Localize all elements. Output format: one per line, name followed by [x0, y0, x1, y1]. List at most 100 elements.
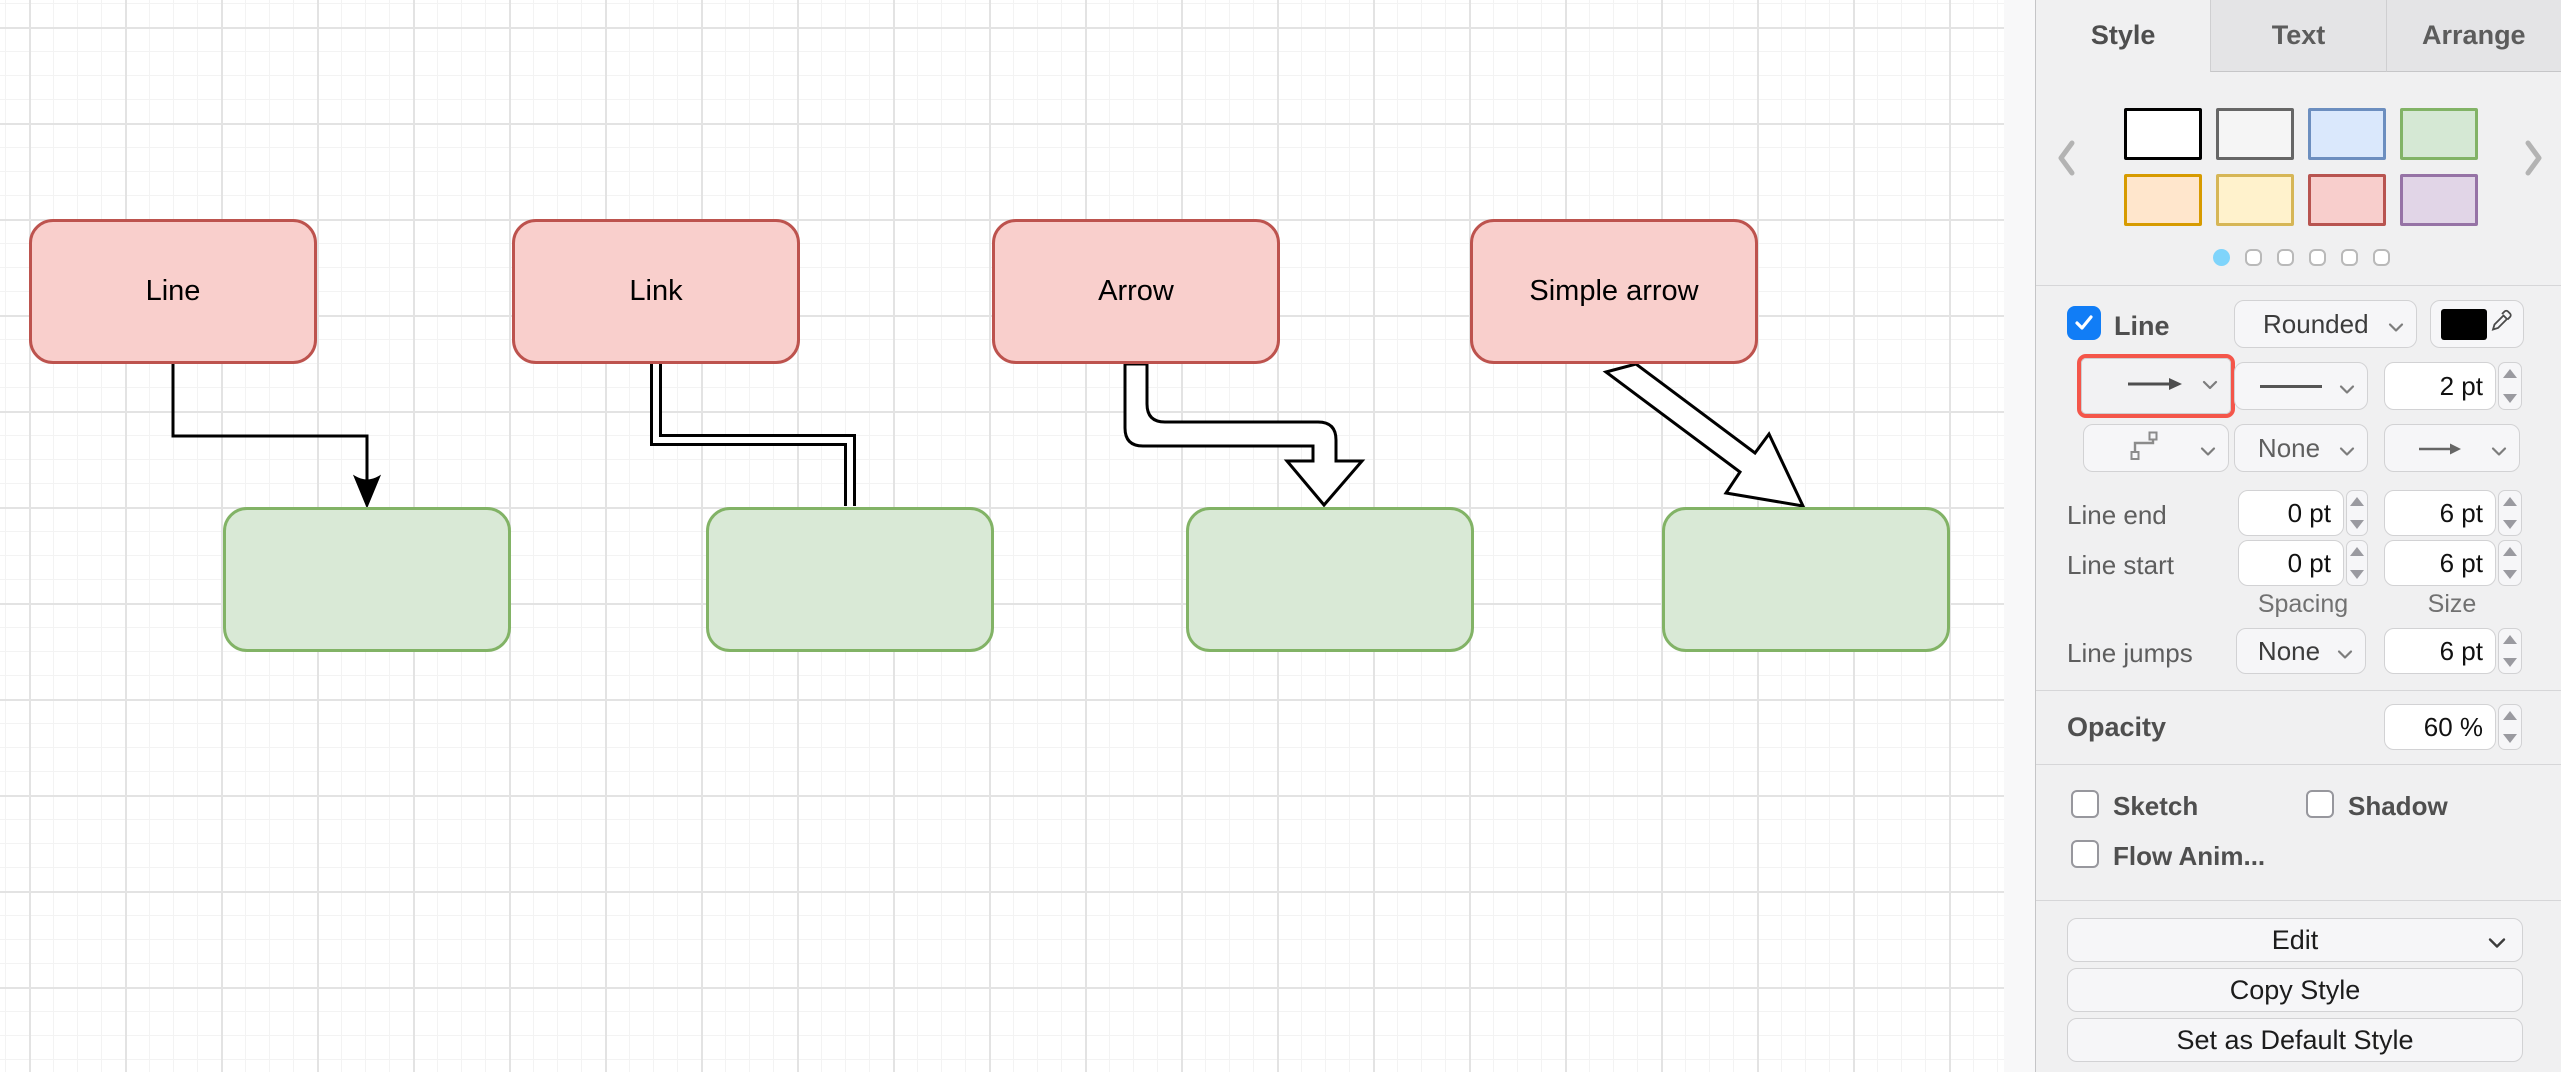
style-swatch-yellow[interactable] — [2216, 174, 2294, 226]
line-checkbox[interactable] — [2067, 306, 2101, 340]
node-target-2[interactable] — [706, 507, 994, 652]
flow-animation-label: Flow Anim... — [2113, 841, 2266, 871]
line-start-spacing-value: 0 pt — [2287, 547, 2331, 578]
line-start-size-value: 6 pt — [2439, 547, 2483, 578]
triangle-down-icon — [2503, 734, 2517, 743]
chevron-down-icon — [2339, 433, 2355, 464]
style-swatch-gray[interactable] — [2216, 108, 2294, 160]
line-start-spacing-stepper[interactable] — [2346, 540, 2368, 586]
waypoints-dropdown[interactable] — [2083, 424, 2229, 472]
tab-arrange[interactable]: Arrange — [2385, 0, 2561, 72]
elbow-connector-icon — [2127, 428, 2161, 469]
opacity-label: Opacity — [2067, 712, 2167, 742]
line-jumps-dropdown[interactable]: None — [2236, 628, 2366, 674]
edge-simple-arrow[interactable] — [1602, 362, 1806, 508]
flow-animation-checkbox[interactable] — [2071, 840, 2099, 868]
sketch-label: Sketch — [2113, 791, 2199, 821]
line-end-size-stepper[interactable] — [2498, 490, 2522, 536]
chevron-left-icon[interactable] — [2054, 138, 2078, 183]
swatch-page-dot-2[interactable] — [2245, 249, 2262, 266]
style-swatch-orange[interactable] — [2124, 174, 2202, 226]
edge-arrow[interactable] — [1123, 362, 1366, 508]
opacity-stepper[interactable] — [2498, 704, 2522, 750]
swatch-page-dot-1[interactable] — [2213, 249, 2230, 266]
style-swatch-white[interactable] — [2124, 108, 2202, 160]
chevron-down-icon — [2202, 377, 2218, 395]
chevron-down-icon — [2491, 433, 2507, 464]
stroke-width-stepper[interactable] — [2498, 362, 2522, 410]
line-start-label: Line start — [2067, 550, 2174, 580]
line-jumps-size-stepper[interactable] — [2498, 628, 2522, 674]
chevron-down-icon — [2488, 925, 2506, 956]
triangle-up-icon — [2503, 369, 2517, 378]
style-swatch-green[interactable] — [2400, 108, 2478, 160]
triangle-up-icon — [2503, 711, 2517, 720]
tab-text[interactable]: Text — [2210, 0, 2386, 72]
line-color-button[interactable] — [2430, 300, 2524, 348]
connection-style-dropdown[interactable] — [2077, 354, 2235, 418]
sketch-checkbox[interactable] — [2071, 790, 2099, 818]
chevron-down-icon — [2200, 433, 2216, 464]
swatch-page-dot-5[interactable] — [2341, 249, 2358, 266]
triangle-up-icon — [2350, 547, 2364, 556]
line-end-size-input[interactable]: 6 pt — [2384, 490, 2496, 536]
edit-style-button[interactable]: Edit — [2067, 918, 2523, 962]
swatch-page-dot-6[interactable] — [2373, 249, 2390, 266]
line-end-arrow-dropdown[interactable] — [2384, 424, 2520, 472]
node-target-1[interactable] — [223, 507, 511, 652]
line-end-spacing-input[interactable]: 0 pt — [2238, 490, 2344, 536]
opacity-input[interactable]: 60 % — [2384, 704, 2496, 750]
triangle-down-icon — [2503, 520, 2517, 529]
style-swatch-purple[interactable] — [2400, 174, 2478, 226]
spacing-column-label: Spacing — [2257, 590, 2349, 618]
connectors-layer — [171, 362, 1806, 509]
stroke-width-input[interactable]: 2 pt — [2384, 362, 2496, 410]
node-simple-arrow[interactable]: Simple arrow — [1470, 219, 1758, 364]
swatch-page-dot-4[interactable] — [2309, 249, 2326, 266]
line-start-spacing-input[interactable]: 0 pt — [2238, 540, 2344, 586]
shadow-checkbox[interactable] — [2306, 790, 2334, 818]
waypoints-value-dropdown[interactable]: None — [2234, 424, 2368, 472]
node-arrow[interactable]: Arrow — [992, 219, 1280, 364]
triangle-down-icon — [2503, 658, 2517, 667]
edit-style-label: Edit — [2271, 924, 2319, 955]
line-jumps-label: Line jumps — [2067, 638, 2193, 668]
line-jumps-size-input[interactable]: 6 pt — [2384, 628, 2496, 674]
node-line[interactable]: Line — [29, 219, 317, 364]
node-target-3[interactable] — [1186, 507, 1474, 652]
tab-style[interactable]: Style — [2090, 20, 2156, 50]
node-link[interactable]: Link — [512, 219, 800, 364]
canvas-gutter — [2004, 0, 2035, 1072]
shadow-label: Shadow — [2348, 791, 2448, 821]
triangle-up-icon — [2503, 547, 2517, 556]
style-swatch-blue[interactable] — [2308, 108, 2386, 160]
node-target-4[interactable] — [1662, 507, 1950, 652]
eyedropper-icon — [2489, 308, 2515, 341]
diagram-canvas[interactable]: Line Link Arrow Simple arrow — [0, 0, 2004, 1072]
format-tabs: Style Text Arrange — [2036, 0, 2561, 72]
edge-link[interactable] — [650, 364, 856, 506]
stroke-width-value: 2 pt — [2439, 370, 2483, 401]
edge-line[interactable] — [171, 364, 382, 509]
format-panel: Style Text Arrange Lin — [2035, 0, 2561, 1072]
triangle-down-icon — [2503, 570, 2517, 579]
line-style-dropdown[interactable] — [2234, 362, 2368, 410]
node-label: Link — [629, 275, 683, 307]
swatch-page-dot-3[interactable] — [2277, 249, 2294, 266]
copy-style-label: Copy Style — [2229, 974, 2361, 1005]
line-end-label: Line end — [2067, 500, 2167, 530]
line-start-size-stepper[interactable] — [2498, 540, 2522, 586]
chevron-down-icon — [2337, 636, 2353, 667]
style-swatch-red[interactable] — [2308, 174, 2386, 226]
arrow-right-icon — [2124, 375, 2188, 398]
node-label: Simple arrow — [1529, 275, 1699, 307]
corner-style-dropdown[interactable]: Rounded — [2234, 300, 2417, 348]
chevron-right-icon[interactable] — [2522, 138, 2546, 183]
set-default-style-button[interactable]: Set as Default Style — [2067, 1018, 2523, 1062]
line-end-spacing-stepper[interactable] — [2346, 490, 2368, 536]
line-start-size-input[interactable]: 6 pt — [2384, 540, 2496, 586]
copy-style-button[interactable]: Copy Style — [2067, 968, 2523, 1012]
line-jumps-size-value: 6 pt — [2439, 635, 2483, 666]
triangle-up-icon — [2350, 497, 2364, 506]
